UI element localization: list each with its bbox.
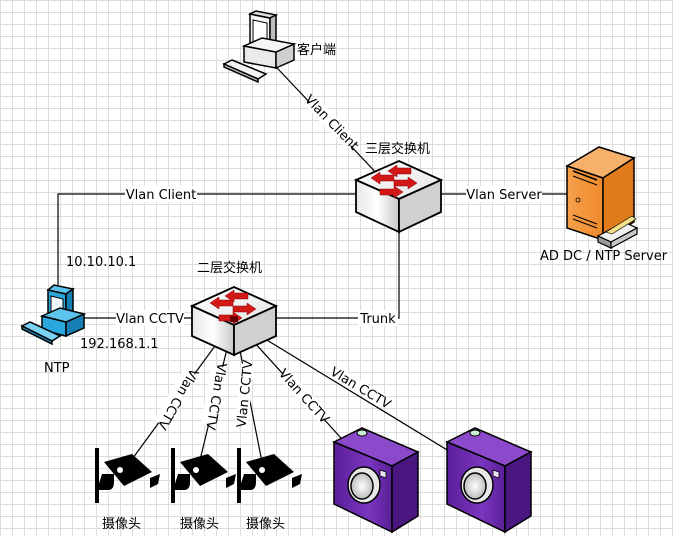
- link-label-l3-ntp: Vlan Client: [126, 188, 196, 203]
- ip-camera-icon-1[interactable]: [332, 427, 420, 534]
- link-label-l2-ipcam1: Vlan CCTV: [275, 366, 332, 427]
- server-icon[interactable]: [565, 146, 639, 250]
- cctv-camera-label-1: 摄像头: [102, 517, 141, 532]
- l2-switch-label: 二层交换机: [197, 260, 262, 276]
- l3-switch-label: 三层交换机: [365, 141, 430, 157]
- link-l3-ntp: [57, 193, 356, 285]
- link-label-client-l3: Vlan Client: [301, 92, 361, 153]
- ntp-label: NTP: [44, 361, 70, 376]
- ntp-ip-top: 10.10.10.1: [66, 255, 136, 270]
- client-label: 客户端: [297, 42, 336, 58]
- cctv-camera-icon-1[interactable]: [95, 448, 160, 503]
- link-labels: Vlan Client Vlan Client Vlan Server Vlan…: [116, 92, 542, 432]
- link-label-l3-server: Vlan Server: [466, 188, 542, 203]
- link-label-trunk: Trunk: [359, 312, 396, 327]
- link-label-ntp-l2: Vlan CCTV: [116, 312, 184, 327]
- ntp-computer-icon[interactable]: [20, 284, 87, 346]
- link-label-l2-cam1: Vlan CCTV: [154, 366, 201, 432]
- cctv-camera-icon-3[interactable]: [237, 448, 302, 503]
- link-l2-ipcam2: [233, 319, 481, 471]
- link-label-l2-ipcam2: Vlan CCTV: [327, 365, 393, 413]
- server-label: AD DC / NTP Server: [540, 249, 668, 264]
- ip-camera-icon-2[interactable]: [445, 427, 533, 534]
- link-l2-l3-trunk: [234, 231, 400, 319]
- cctv-camera-label-2: 摄像头: [180, 517, 219, 532]
- l3-switch-icon[interactable]: [353, 160, 444, 234]
- cctv-camera-icon-2[interactable]: [171, 448, 236, 503]
- ntp-ip-bottom: 192.168.1.1: [80, 337, 159, 352]
- l2-switch-icon[interactable]: [189, 286, 279, 357]
- cctv-camera-label-3: 摄像头: [246, 517, 285, 532]
- link-label-l2-cam3: Vlan CCTV: [234, 359, 256, 428]
- client-computer-icon[interactable]: [222, 10, 297, 84]
